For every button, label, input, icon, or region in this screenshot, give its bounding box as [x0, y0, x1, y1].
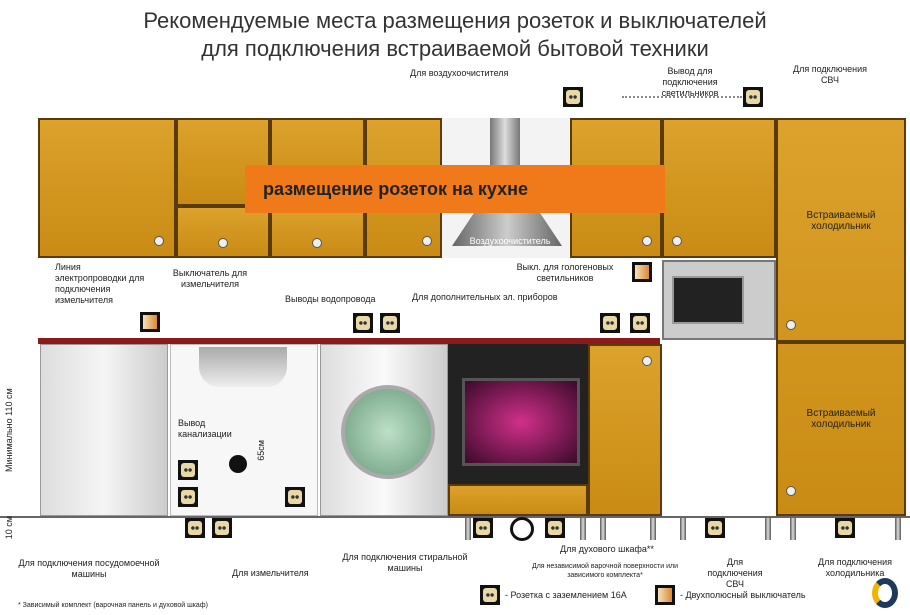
- socket-icon: [600, 313, 620, 333]
- socket-icon: [285, 487, 305, 507]
- leg: [600, 518, 606, 540]
- leg: [650, 518, 656, 540]
- title-line-2: для подключения встраиваемой бытовой тех…: [201, 36, 709, 61]
- title-line-1: Рекомендуемые места размещения розеток и…: [143, 8, 767, 33]
- legend-socket-icon: [480, 585, 500, 605]
- socket-icon: [545, 518, 565, 538]
- label-wiring-line: Линия электропроводки для подключения из…: [55, 262, 145, 305]
- upper-cabinet: [38, 118, 176, 258]
- socket-icon: [185, 518, 205, 538]
- socket-icon: [705, 518, 725, 538]
- legend-switch: - Двухполюсный выключатель: [680, 590, 806, 600]
- leg: [765, 518, 771, 540]
- label-oven: Для духового шкафа**: [560, 544, 654, 554]
- legend-switch-icon: [655, 585, 675, 605]
- socket-icon: [473, 518, 493, 538]
- socket-icon: [178, 460, 198, 480]
- label-height-min: Минимально 110 см: [4, 388, 14, 472]
- socket-icon: [380, 313, 400, 333]
- footnote: * Зависимый комплект (варочная панель и …: [18, 602, 208, 609]
- fridge-divider: [776, 340, 906, 344]
- microwave: [662, 260, 776, 340]
- power-socket-icon: [510, 517, 534, 541]
- fridge-cabinet: [776, 118, 906, 516]
- label-shredder-switch: Выключатель для измельчителя: [172, 268, 248, 289]
- label-microwave: Для подключения СВЧ: [707, 557, 763, 589]
- upper-cabinet: [176, 118, 270, 206]
- socket-icon: [353, 313, 373, 333]
- label-fridge-lower: Встраиваемый холодильник: [806, 408, 876, 430]
- lights-wire: [622, 96, 742, 98]
- label-fridge: Для подключения холодильника: [817, 557, 893, 578]
- banner: размещение розеток на кухне: [245, 165, 665, 213]
- logo-icon: [872, 578, 898, 608]
- socket-icon: [563, 87, 583, 107]
- oven: [448, 344, 588, 484]
- label-h10: 10 см: [4, 516, 14, 540]
- switch-icon: [632, 262, 652, 282]
- drawer: [448, 484, 588, 516]
- washing-machine: [320, 344, 448, 516]
- socket-icon: [178, 487, 198, 507]
- label-lights-outlet: Вывод для подключения светильников: [661, 66, 719, 98]
- leg: [680, 518, 686, 540]
- label-water-outlets: Выводы водопровода: [285, 294, 376, 304]
- label-microwave-top: Для подключения СВЧ: [792, 64, 868, 85]
- socket-icon: [743, 87, 763, 107]
- leg: [465, 518, 471, 540]
- label-sewer: Вывод канализации: [178, 418, 232, 439]
- floor-line: [0, 516, 910, 518]
- upper-cabinet: [662, 118, 776, 258]
- socket-icon: [212, 518, 232, 538]
- switch-icon: [140, 312, 160, 332]
- countertop: [38, 338, 660, 344]
- dishwasher: [40, 344, 168, 516]
- upper-cabinet: [176, 206, 270, 258]
- label-extra-appliances: Для дополнительных эл. приборов: [412, 292, 558, 302]
- socket-icon: [835, 518, 855, 538]
- lower-cabinet: [588, 344, 662, 516]
- label-dishwasher: Для подключения посудомоечной машины: [18, 558, 160, 579]
- legend-socket: - Розетка с заземлением 16А: [505, 590, 627, 600]
- socket-icon: [630, 313, 650, 333]
- label-air-purifier: Для воздухоочистителя: [410, 68, 509, 78]
- label-fridge-upper: Встраиваемый холодильник: [806, 210, 876, 232]
- upper-cabinet: [270, 206, 365, 258]
- label-shredder: Для измельчителя: [232, 568, 309, 578]
- label-halogen-switch: Выкл. для гологеновых светильников: [516, 262, 614, 283]
- label-hob: Для независимой варочной поверхности или…: [531, 563, 679, 579]
- label-hood: Воздухоочиститель: [469, 236, 551, 246]
- leg: [580, 518, 586, 540]
- label-washer: Для подключения стиральной машины: [342, 552, 468, 573]
- leg: [895, 518, 901, 540]
- leg: [790, 518, 796, 540]
- label-h65: 65см: [256, 440, 266, 461]
